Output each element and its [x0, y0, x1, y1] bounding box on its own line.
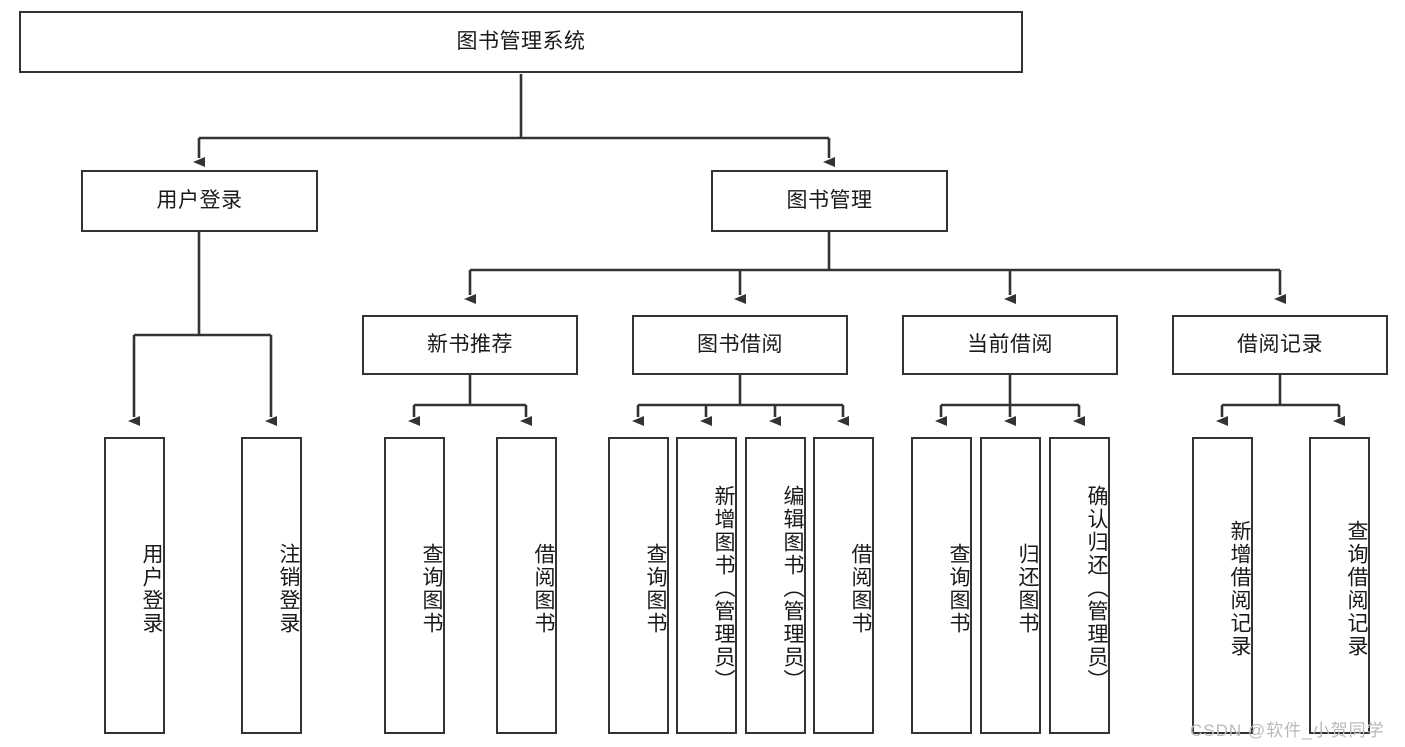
leaf-record-add-record[interactable]: 新增借阅记录 [1192, 437, 1253, 734]
leaf-current-return-book[interactable]: 归还图书 [980, 437, 1041, 734]
node-label: 借阅记录 [1237, 332, 1323, 356]
node-label: 查询图书 [644, 542, 667, 635]
node-user-login[interactable]: 用户登录 [81, 170, 318, 232]
leaf-borrow-add-book-admin[interactable]: 新增图书（管理员） [676, 437, 737, 734]
node-label: 借阅图书 [532, 542, 555, 635]
node-borrow-record[interactable]: 借阅记录 [1172, 315, 1388, 375]
node-label: 图书借阅 [697, 332, 783, 356]
leaf-recommend-borrow-book[interactable]: 借阅图书 [496, 437, 557, 734]
node-label: 图书管理 [786, 188, 873, 212]
node-label: 新书推荐 [427, 332, 513, 356]
node-label: 新增图书（管理员） [712, 485, 735, 692]
leaf-borrow-query-book[interactable]: 查询图书 [608, 437, 669, 734]
node-label: 查询图书 [947, 542, 970, 635]
leaf-borrow-edit-book-admin[interactable]: 编辑图书（管理员） [745, 437, 806, 734]
leaf-user-login[interactable]: 用户登录 [104, 437, 165, 734]
csdn-watermark: CSDN @软件_小贺同学 [1190, 716, 1385, 741]
leaf-recommend-query-book[interactable]: 查询图书 [384, 437, 445, 734]
node-label: 用户登录 [156, 188, 243, 212]
node-label: 注销登录 [277, 542, 300, 635]
node-label: 查询图书 [420, 542, 443, 635]
node-label: 确认归还（管理员） [1085, 485, 1108, 692]
node-new-book-recommend[interactable]: 新书推荐 [362, 315, 578, 375]
leaf-current-query-book[interactable]: 查询图书 [911, 437, 972, 734]
node-label: 图书管理系统 [456, 29, 586, 53]
leaf-user-logout[interactable]: 注销登录 [241, 437, 302, 734]
node-label: 新增借阅记录 [1228, 519, 1251, 658]
node-current-borrow[interactable]: 当前借阅 [902, 315, 1118, 375]
node-label: 编辑图书（管理员） [781, 485, 804, 692]
node-label: 当前借阅 [967, 332, 1053, 356]
node-label: 借阅图书 [849, 542, 872, 635]
node-label: 查询借阅记录 [1345, 519, 1368, 658]
leaf-record-query-record[interactable]: 查询借阅记录 [1309, 437, 1370, 734]
watermark-text: CSDN @软件_小贺同学 [1190, 721, 1385, 740]
node-label: 归还图书 [1016, 542, 1039, 635]
leaf-borrow-borrow-book[interactable]: 借阅图书 [813, 437, 874, 734]
node-book-management[interactable]: 图书管理 [711, 170, 948, 232]
node-book-borrow[interactable]: 图书借阅 [632, 315, 848, 375]
leaf-current-confirm-return-admin[interactable]: 确认归还（管理员） [1049, 437, 1110, 734]
node-root-system[interactable]: 图书管理系统 [19, 11, 1023, 73]
node-label: 用户登录 [140, 542, 163, 635]
